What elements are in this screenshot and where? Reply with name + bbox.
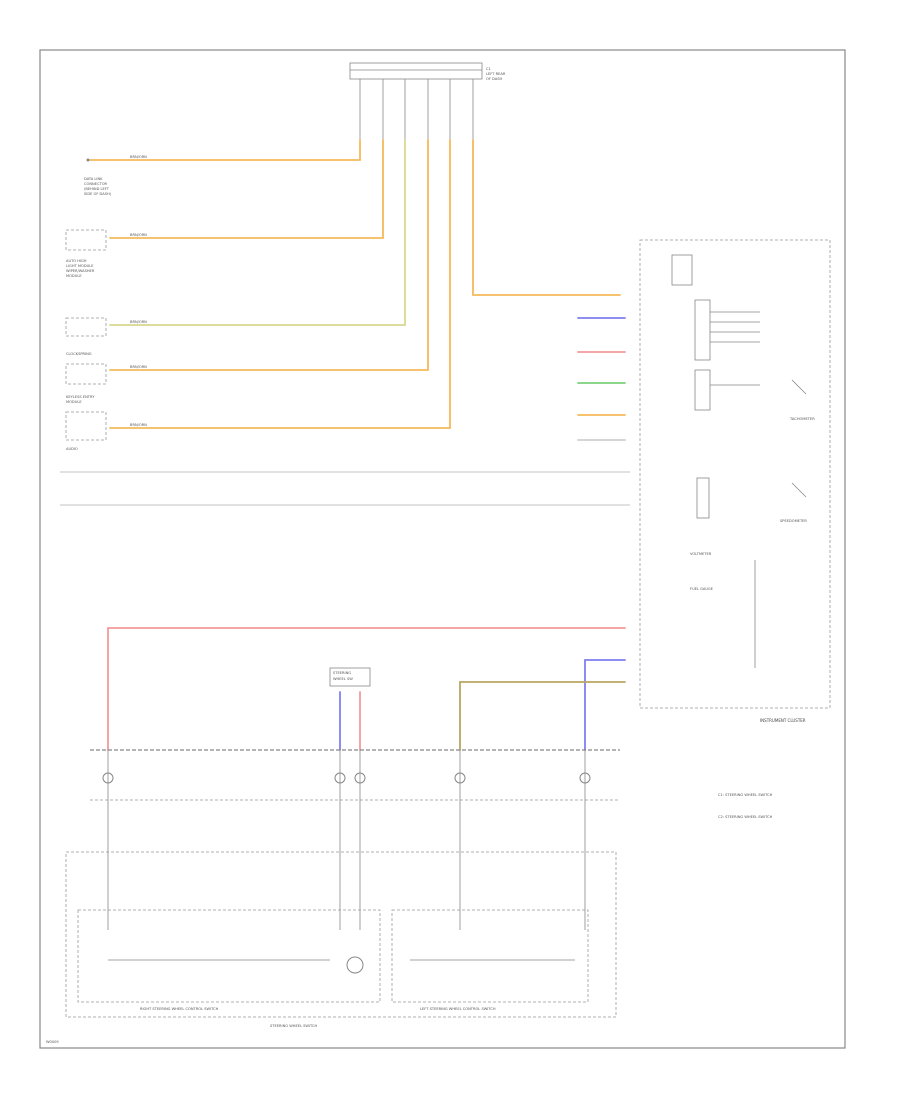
left-component-audio: AUDIO bbox=[65, 411, 107, 451]
svg-text:CONNECTOR: CONNECTOR bbox=[84, 182, 108, 186]
svg-text:MODULE: MODULE bbox=[66, 274, 82, 278]
svg-text:CLOCKSPRING: CLOCKSPRING bbox=[66, 352, 92, 356]
wire-label-4: BRN/ORN bbox=[130, 365, 147, 369]
wire-label-5: BRN/ORN bbox=[130, 423, 147, 427]
section-fuel: FUEL GAUGE bbox=[690, 587, 714, 591]
instrument-cluster: TACHOMETER SPEEDOMETER VOLTMETER FUEL GA… bbox=[639, 239, 831, 723]
connector-legend: C1: STEERING WHEEL SWITCH C2: STEERING W… bbox=[718, 793, 773, 819]
svg-text:STEERING: STEERING bbox=[333, 671, 351, 675]
orange-wires bbox=[89, 139, 621, 429]
svg-text:SIDE OF DASH): SIDE OF DASH) bbox=[84, 192, 112, 196]
steering-wheel-switch: RIGHT STEERING WHEEL CONTROL SWITCH LEFT… bbox=[65, 851, 617, 1028]
bottom-bus bbox=[90, 749, 620, 930]
diagram-frame bbox=[39, 49, 846, 1049]
wire-label-3: BRN/ORN bbox=[130, 320, 147, 324]
cluster-label: INSTRUMENT CLUSTER bbox=[760, 718, 806, 723]
svg-text:C1: C1 bbox=[486, 67, 491, 71]
legend-c1: C1: STEERING WHEEL SWITCH bbox=[718, 793, 773, 797]
legend-c2: C2: STEERING WHEEL SWITCH bbox=[718, 815, 773, 819]
left-component-clockspring: CLOCKSPRING bbox=[65, 317, 107, 356]
svg-text:LEFT REAR: LEFT REAR bbox=[486, 72, 506, 76]
section-tachometer: TACHOMETER bbox=[789, 417, 815, 421]
svg-text:AUDIO: AUDIO bbox=[66, 447, 78, 451]
svg-text:AUTO HIGH: AUTO HIGH bbox=[66, 259, 87, 263]
svg-text:(BEHIND LEFT: (BEHIND LEFT bbox=[84, 187, 110, 191]
svg-text:WIPER/WASHER: WIPER/WASHER bbox=[66, 269, 95, 273]
left-component-data-link: DATA LINK CONNECTOR (BEHIND LEFT SIDE OF… bbox=[84, 158, 112, 196]
left-component-wiper: AUTO HIGH LIGHT MODULE WIPER/WASHER MODU… bbox=[65, 229, 107, 278]
svg-text:KEYLESS ENTRY: KEYLESS ENTRY bbox=[66, 395, 95, 399]
page-code: W0009 bbox=[46, 1040, 59, 1044]
bottom-feed-wires: STEERING WHEEL SW bbox=[107, 627, 626, 751]
cluster-input-wires bbox=[577, 317, 626, 441]
wire-label-2: BRN/ORN bbox=[130, 233, 147, 237]
section-speedometer: SPEEDOMETER bbox=[780, 519, 807, 523]
svg-text:MODULE: MODULE bbox=[66, 400, 82, 404]
svg-text:OF DASH: OF DASH bbox=[486, 77, 502, 81]
assembly-label: STEERING WHEEL SWITCH bbox=[270, 1024, 318, 1028]
switch-left-label: LEFT STEERING WHEEL CONTROL SWITCH bbox=[420, 1007, 496, 1011]
top-connector: C1 LEFT REAR OF DASH bbox=[349, 62, 506, 140]
svg-text:DATA LINK: DATA LINK bbox=[84, 177, 103, 181]
svg-text:LIGHT MODULE: LIGHT MODULE bbox=[66, 264, 94, 268]
left-component-keyless: KEYLESS ENTRY MODULE bbox=[65, 363, 107, 404]
gray-signal-wires bbox=[60, 471, 630, 506]
switch-right-label: RIGHT STEERING WHEEL CONTROL SWITCH bbox=[140, 1007, 219, 1011]
svg-text:WHEEL SW: WHEEL SW bbox=[333, 677, 353, 681]
wire-label-1: BRN/ORN bbox=[130, 155, 147, 159]
connector-pins bbox=[359, 79, 474, 140]
section-voltmeter: VOLTMETER bbox=[690, 552, 712, 556]
